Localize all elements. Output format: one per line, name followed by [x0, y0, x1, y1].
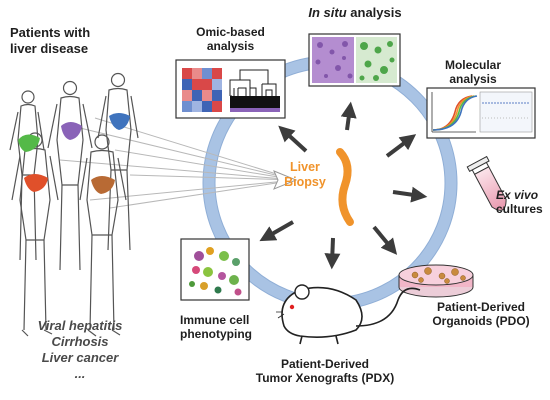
outflow-arrows: [259, 101, 428, 270]
disease-liver-cancer: Liver cancer: [41, 350, 119, 365]
liver-green: [18, 134, 40, 152]
in-situ-analysis-label: In situ analysis: [290, 6, 420, 20]
patients-label: Patients with liver disease: [10, 25, 91, 56]
arrow-to-pdx: [324, 237, 341, 270]
pdo-label: Patient-Derived Organoids (PDO): [432, 300, 530, 328]
patients-illustration: [9, 72, 139, 337]
arrow-to-molecular: [385, 134, 417, 158]
patient-figure-3: [97, 72, 139, 251]
omic-analysis-label: Omic-based analysis: [196, 25, 265, 53]
patient-rays: [59, 117, 297, 209]
arrow-to-insitu: [340, 101, 357, 131]
rays-arrowhead: [273, 170, 298, 190]
disease-list: Viral hepatitis Cirrhosis Liver cancer .…: [10, 318, 150, 382]
in-situ-panel: [308, 33, 401, 87]
omic-analysis-panel: [175, 59, 286, 119]
liver-icons: [18, 113, 130, 194]
disease-viral-hepatitis: Viral hepatitis: [37, 318, 123, 333]
mouse-illustration: [276, 284, 421, 345]
curve-blue: [432, 95, 478, 131]
biopsy-label: Liver Biopsy: [284, 160, 326, 189]
liver-blue: [109, 113, 130, 130]
immune-phenotyping-label: Immune cell phenotyping: [180, 313, 252, 341]
ex-vivo-label: Ex vivo cultures: [496, 188, 543, 216]
immune-cell-panel: [180, 238, 250, 301]
molecular-analysis-panel: [426, 87, 536, 139]
molecular-analysis-label: Molecular analysis: [444, 58, 501, 86]
liver-brown: [91, 176, 115, 194]
disease-cirrhosis: Cirrhosis: [51, 334, 109, 349]
liver-red: [24, 174, 48, 192]
arrow-to-omic: [278, 125, 308, 153]
dendrogram-bars: [230, 96, 280, 108]
arrow-to-exvivo: [392, 186, 428, 203]
liver-purple: [61, 122, 82, 140]
arrow-to-pdo: [372, 225, 398, 255]
pdx-label: Patient-Derived Tumor Xenografts (PDX): [255, 357, 395, 385]
in-situ-italic: In situ: [308, 5, 347, 20]
patient-figure-5: [79, 134, 127, 337]
heatmap-grid: [182, 68, 222, 112]
patient-figure-2: [47, 80, 93, 271]
liver-biopsy-core: [336, 148, 354, 226]
in-situ-rest: analysis: [346, 5, 402, 20]
ex-vivo-tube: [466, 155, 507, 211]
organoid-dish: [398, 264, 474, 298]
disease-ellipsis: ...: [74, 366, 86, 381]
arrow-to-immune: [259, 220, 294, 242]
